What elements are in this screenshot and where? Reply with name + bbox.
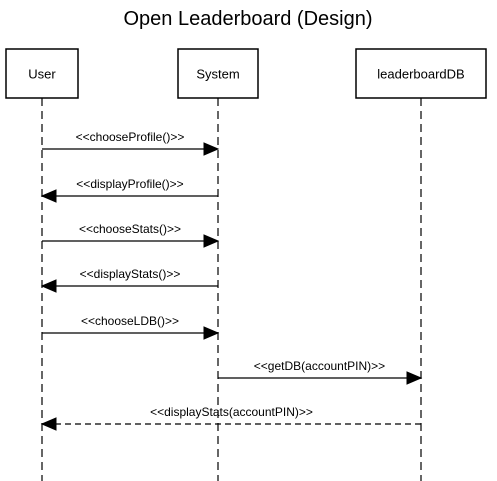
participant-system: System <box>177 48 259 481</box>
message-1: <<chooseProfile()>> <box>42 130 220 156</box>
message-label: <<chooseStats()>> <box>79 222 181 236</box>
message-label: <<chooseProfile()>> <box>76 130 185 144</box>
participant-box-db <box>355 48 487 99</box>
arrowhead <box>406 371 423 385</box>
participant-box-system <box>177 48 259 99</box>
participant-db: leaderboardDB <box>355 48 487 481</box>
arrowhead <box>203 234 220 248</box>
participant-box-user <box>5 48 79 99</box>
arrowhead <box>203 142 220 156</box>
participants-group: User System leaderboardDB <box>5 48 487 481</box>
message-4: <<displayStats()>> <box>40 267 218 293</box>
message-label: <<chooseLDB()>> <box>81 314 179 328</box>
message-5: <<chooseLDB()>> <box>42 314 220 340</box>
message-label: <<displayProfile()>> <box>76 177 183 191</box>
message-7: <<displayStats(accountPIN)>> <box>40 405 421 431</box>
message-3: <<chooseStats()>> <box>42 222 220 248</box>
message-label: <<displayStats(accountPIN)>> <box>150 405 313 419</box>
message-2: <<displayProfile()>> <box>40 177 218 203</box>
arrowhead <box>40 279 57 293</box>
participant-label-user: User <box>28 67 56 82</box>
arrowhead <box>40 189 57 203</box>
messages-group: <<chooseProfile()>> <<displayProfile()>> <… <box>40 130 423 431</box>
message-6: <<getDB(accountPIN)>> <box>218 359 423 385</box>
message-label: <<getDB(accountPIN)>> <box>254 359 385 373</box>
participant-label-system: System <box>196 67 239 82</box>
diagram-title: Open Leaderboard (Design) <box>123 8 372 30</box>
message-label: <<displayStats()>> <box>80 267 181 281</box>
participant-user: User <box>5 48 79 481</box>
arrowhead <box>203 326 220 340</box>
participant-label-db: leaderboardDB <box>377 67 464 82</box>
arrowhead <box>40 417 57 431</box>
